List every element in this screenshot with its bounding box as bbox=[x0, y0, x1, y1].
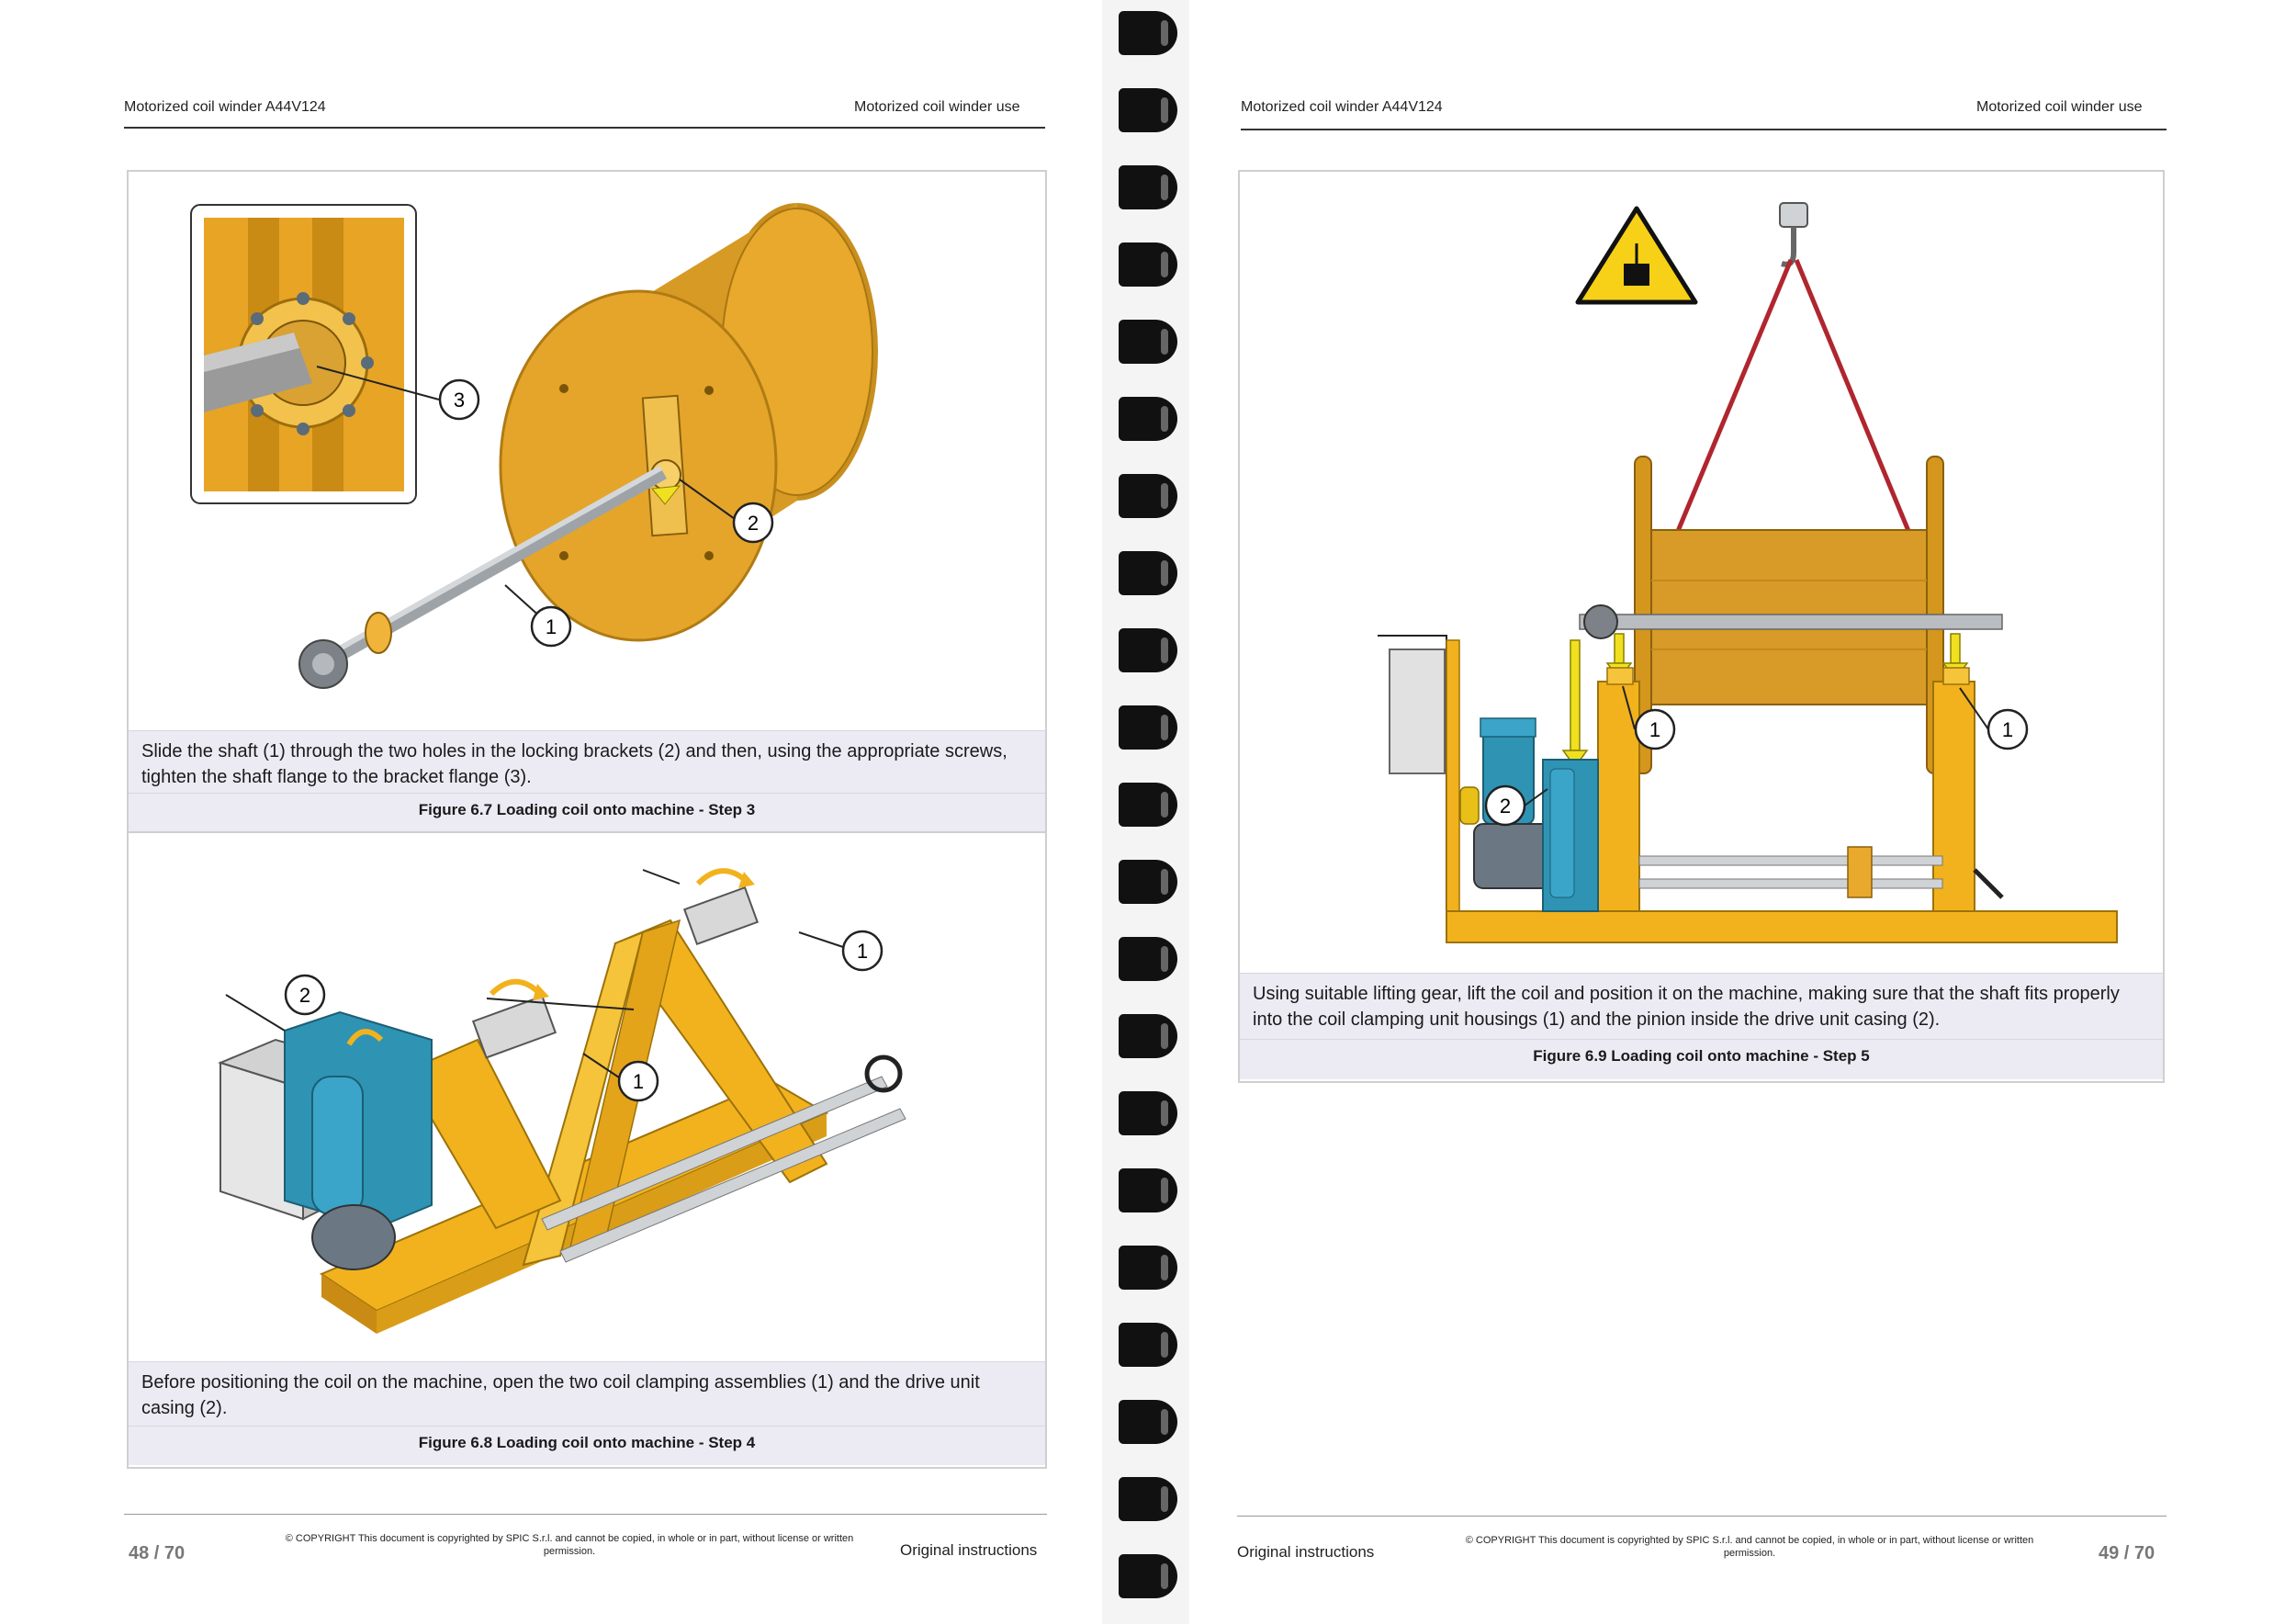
callout-1-middle: 1 bbox=[617, 1060, 659, 1102]
svg-text:2: 2 bbox=[1500, 795, 1511, 818]
binding-ring bbox=[1119, 783, 1177, 827]
footer-rule bbox=[124, 1514, 1047, 1515]
svg-text:1: 1 bbox=[633, 1070, 644, 1093]
binding-ring bbox=[1119, 242, 1177, 287]
header-document-title: Motorized coil winder A44V124 bbox=[124, 99, 326, 115]
binding-ring bbox=[1119, 320, 1177, 364]
header-rule bbox=[1241, 129, 2167, 130]
footer-original-instructions: Original instructions bbox=[1237, 1543, 1375, 1561]
callout-1-top: 1 bbox=[841, 930, 884, 972]
binding-ring bbox=[1119, 860, 1177, 904]
left-page: Motorized coil winder A44V124 Motorized … bbox=[0, 0, 1102, 1624]
coil-shaft-illustration: 3 2 1 bbox=[190, 203, 878, 689]
callout-1: 1 bbox=[530, 605, 572, 648]
binding-ring bbox=[1119, 397, 1177, 441]
svg-text:1: 1 bbox=[1649, 718, 1660, 741]
svg-text:3: 3 bbox=[454, 389, 465, 412]
figure-6-9-panel: 1 1 2 Using suitable lifting gear, lift … bbox=[1238, 170, 2165, 1083]
figure-6-7-label: Figure 6.7 Loading coil onto machine - S… bbox=[129, 793, 1045, 831]
page-number: 48 / 70 bbox=[129, 1543, 186, 1563]
binding-ring bbox=[1119, 628, 1177, 672]
binding-ring bbox=[1119, 551, 1177, 595]
spiral-binding bbox=[1102, 0, 1189, 1624]
callout-3: 3 bbox=[438, 378, 480, 421]
callout-2: 2 bbox=[1484, 784, 1526, 827]
crane-hook-icon bbox=[1779, 202, 1808, 267]
figure-6-9-caption: Using suitable lifting gear, lift the co… bbox=[1240, 973, 2163, 1039]
header-document-title: Motorized coil winder A44V124 bbox=[1241, 99, 1443, 115]
copyright-notice: © COPYRIGHT This document is copyrighted… bbox=[285, 1533, 854, 1557]
callout-1-left: 1 bbox=[1634, 708, 1676, 750]
svg-text:2: 2 bbox=[748, 512, 759, 535]
figure-6-9-label: Figure 6.9 Loading coil onto machine - S… bbox=[1240, 1039, 2163, 1079]
svg-text:1: 1 bbox=[857, 940, 868, 963]
binding-ring bbox=[1119, 88, 1177, 132]
callout-2: 2 bbox=[284, 974, 326, 1016]
figure-6-7-illustration: 3 2 1 bbox=[129, 172, 1045, 730]
header-section-title: Motorized coil winder use bbox=[1976, 99, 2143, 115]
header-rule bbox=[124, 127, 1045, 129]
header-section-title: Motorized coil winder use bbox=[854, 99, 1020, 115]
binding-ring bbox=[1119, 1477, 1177, 1521]
figure-6-8-illustration: 2 1 1 bbox=[129, 833, 1045, 1361]
binding-ring bbox=[1119, 1168, 1177, 1212]
figure-6-8-label: Figure 6.8 Loading coil onto machine - S… bbox=[129, 1426, 1045, 1465]
binding-ring bbox=[1119, 1091, 1177, 1135]
page-number: 49 / 70 bbox=[2099, 1543, 2155, 1563]
callout-1-right: 1 bbox=[1986, 708, 2029, 750]
binding-ring bbox=[1119, 474, 1177, 518]
figure-6-7-panel: 3 2 1 Slide the shaft (1) through the tw… bbox=[127, 170, 1047, 835]
svg-text:1: 1 bbox=[2002, 718, 2013, 741]
footer-original-instructions: Original instructions bbox=[900, 1541, 1038, 1559]
binding-ring bbox=[1119, 1014, 1177, 1058]
figure-6-7-caption: Slide the shaft (1) through the two hole… bbox=[129, 730, 1045, 793]
suspended-load-warning-icon bbox=[1575, 206, 1698, 305]
right-page: Motorized coil winder A44V124 Motorized … bbox=[1189, 0, 2296, 1624]
figure-6-9-illustration: 1 1 2 bbox=[1240, 172, 2163, 973]
binding-ring bbox=[1119, 1554, 1177, 1598]
figure-6-8-panel: 2 1 1 Before positioning the coil on the… bbox=[127, 831, 1047, 1469]
winder-frame-open-illustration: 2 1 1 bbox=[218, 868, 906, 1334]
binding-ring bbox=[1119, 165, 1177, 209]
binding-ring bbox=[1119, 1400, 1177, 1444]
callout-2: 2 bbox=[732, 502, 774, 544]
binding-ring bbox=[1119, 937, 1177, 981]
footer-rule bbox=[1237, 1516, 2167, 1517]
binding-ring bbox=[1119, 1246, 1177, 1290]
figure-6-8-caption: Before positioning the coil on the machi… bbox=[129, 1361, 1045, 1426]
copyright-notice: © COPYRIGHT This document is copyrighted… bbox=[1465, 1535, 2034, 1559]
coil-lifting-illustration: 1 1 2 bbox=[1378, 202, 2118, 943]
binding-ring bbox=[1119, 705, 1177, 750]
svg-text:2: 2 bbox=[299, 984, 310, 1007]
binding-ring bbox=[1119, 1323, 1177, 1367]
binding-ring bbox=[1119, 11, 1177, 55]
svg-text:1: 1 bbox=[546, 615, 557, 638]
